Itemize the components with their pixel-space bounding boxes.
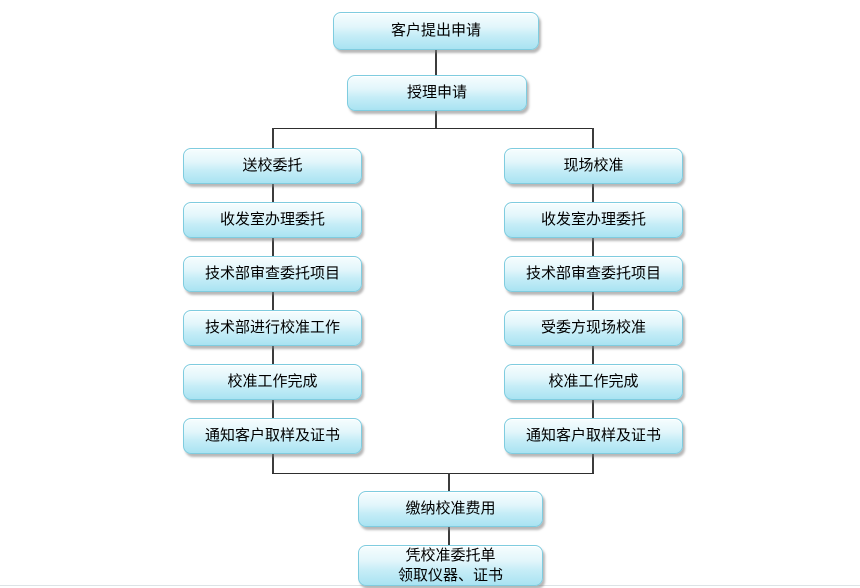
connector-merge-horizontal (272, 473, 594, 474)
connector-merge-left-drop (272, 454, 274, 473)
flow-node-right-calibration-done: 校准工作完成 (504, 364, 683, 400)
connector-merge-to-pay (448, 473, 450, 491)
connector-merge-right-drop (592, 454, 594, 473)
flow-node-left-tech-calibrate: 技术部进行校准工作 (183, 310, 362, 346)
flow-node-left-notify-customer: 通知客户取样及证书 (183, 418, 362, 454)
flow-node-left-tech-review: 技术部审查委托项目 (183, 256, 362, 292)
flow-node-customer-apply: 客户提出申请 (333, 12, 539, 50)
connector-split-left-drop (272, 128, 274, 148)
connector-start-to-accept (435, 50, 437, 75)
flow-node-left-send-calibration: 送校委托 (183, 148, 362, 184)
connector-left-5-6 (272, 400, 274, 418)
connector-left-1-2 (272, 184, 274, 202)
connector-left-3-4 (272, 292, 274, 310)
connector-left-4-5 (272, 346, 274, 364)
flow-node-accept-application: 授理申请 (347, 75, 527, 111)
flow-node-left-calibration-done: 校准工作完成 (183, 364, 362, 400)
flow-node-right-mailroom-commission: 收发室办理委托 (504, 202, 683, 238)
connector-split-horizontal (272, 128, 594, 129)
connector-right-3-4 (592, 292, 594, 310)
flow-node-right-tech-review: 技术部审查委托项目 (504, 256, 683, 292)
flow-node-right-onsite-by-contractor: 受委方现场校准 (504, 310, 683, 346)
connector-pay-to-final (448, 527, 450, 545)
flow-node-pay-fee: 缴纳校准费用 (358, 491, 543, 527)
flow-node-collect-instrument-certificate: 凭校准委托单 领取仪器、证书 (358, 545, 543, 586)
connector-split-right-drop (592, 128, 594, 148)
flow-node-right-onsite-calibration: 现场校准 (504, 148, 683, 184)
connector-right-1-2 (592, 184, 594, 202)
flow-node-left-mailroom-commission: 收发室办理委托 (183, 202, 362, 238)
flow-node-right-notify-customer: 通知客户取样及证书 (504, 418, 683, 454)
connector-right-4-5 (592, 346, 594, 364)
connector-right-5-6 (592, 400, 594, 418)
connector-right-2-3 (592, 238, 594, 256)
connector-left-2-3 (272, 238, 274, 256)
connector-accept-to-split (435, 111, 437, 129)
